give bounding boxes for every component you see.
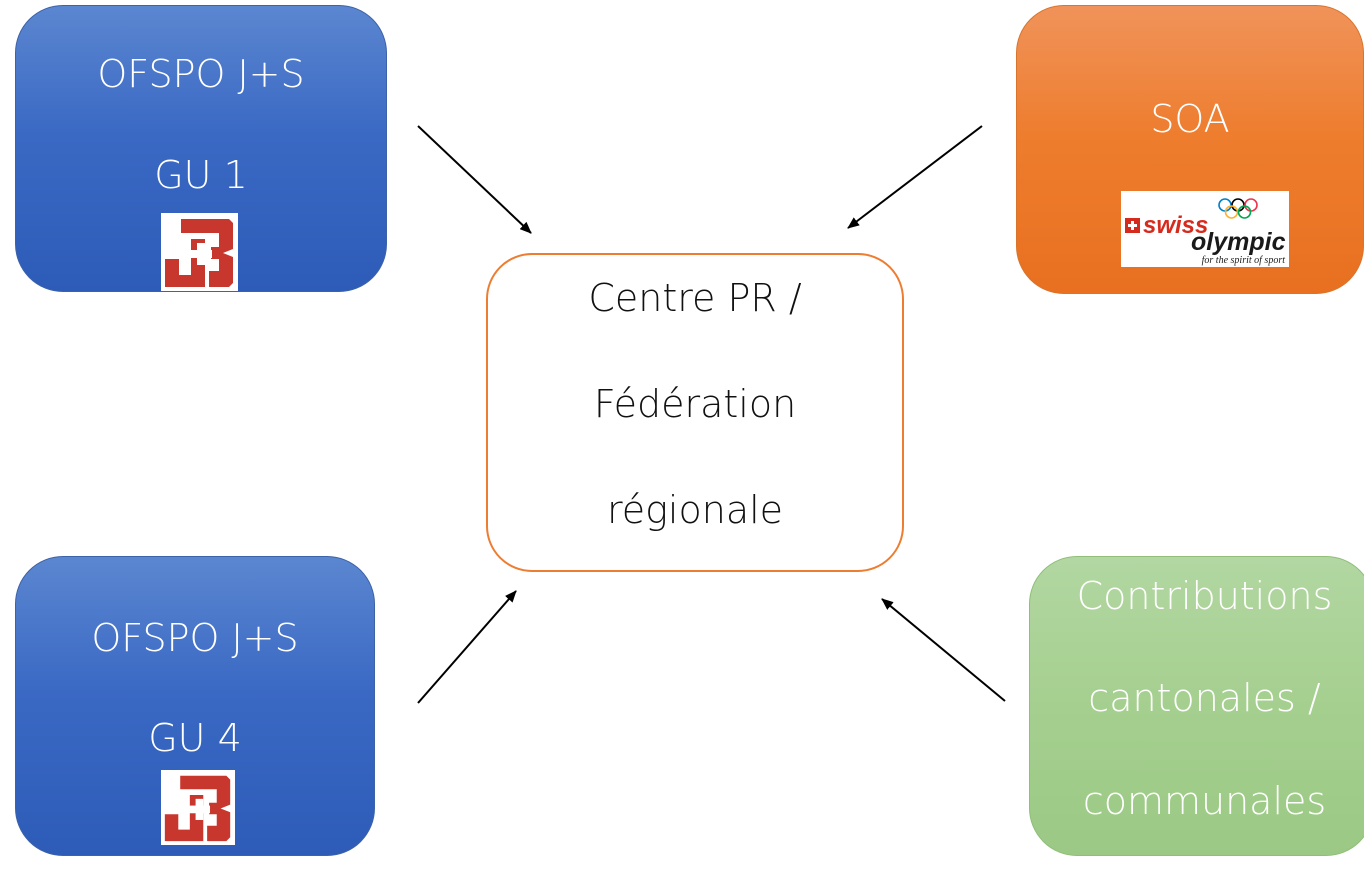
swiss-olympic-logo: swiss olympic for the spirit of sport — [1121, 191, 1289, 267]
olympic-word: olympic — [1191, 228, 1286, 256]
node-ofspo-gu4-line2: GU 4 — [148, 716, 242, 761]
node-centre-pr: Centre PR / Fédération régionale — [486, 253, 904, 572]
node-contributions-line3: communales — [1082, 778, 1327, 823]
node-centre-pr-line3: régionale — [606, 488, 784, 533]
node-ofspo-gu4-line1: OFSPO J+S — [91, 615, 299, 660]
swiss-word: swiss — [1143, 212, 1208, 239]
node-contributions: Contributions cantonales / communales — [1029, 556, 1364, 856]
arrow-gu4-to-centre — [417, 590, 517, 704]
node-centre-pr-label: Centre PR / Fédération régionale — [588, 218, 801, 590]
swiss-olympic-tagline: for the spirit of sport — [1202, 255, 1286, 266]
node-contributions-label: Contributions cantonales / communales — [1071, 519, 1333, 878]
olympic-rings-icon — [1218, 198, 1258, 219]
arrow-gu1-to-centre — [417, 125, 532, 234]
node-centre-pr-line2: Fédération — [593, 381, 797, 426]
js-logo-icon — [161, 770, 235, 845]
arrows-layer — [417, 125, 1006, 704]
node-ofspo-gu4-label: OFSPO J+S GU 4 — [91, 563, 298, 814]
node-ofspo-gu1-label: OFSPO J+S GU 1 — [97, 0, 304, 250]
node-ofspo-gu1-line2: GU 1 — [154, 152, 248, 197]
arrow-soa-to-centre — [847, 125, 983, 229]
arrow-contributions-to-centre — [881, 598, 1006, 702]
node-contributions-line1: Contributions — [1076, 573, 1333, 618]
node-centre-pr-line1: Centre PR / — [588, 275, 802, 320]
node-ofspo-gu1-line1: OFSPO J+S — [97, 52, 305, 97]
js-logo-icon — [161, 213, 238, 291]
node-soa-label: SOA — [1150, 97, 1230, 142]
node-contributions-line2: cantonales / — [1088, 676, 1321, 721]
